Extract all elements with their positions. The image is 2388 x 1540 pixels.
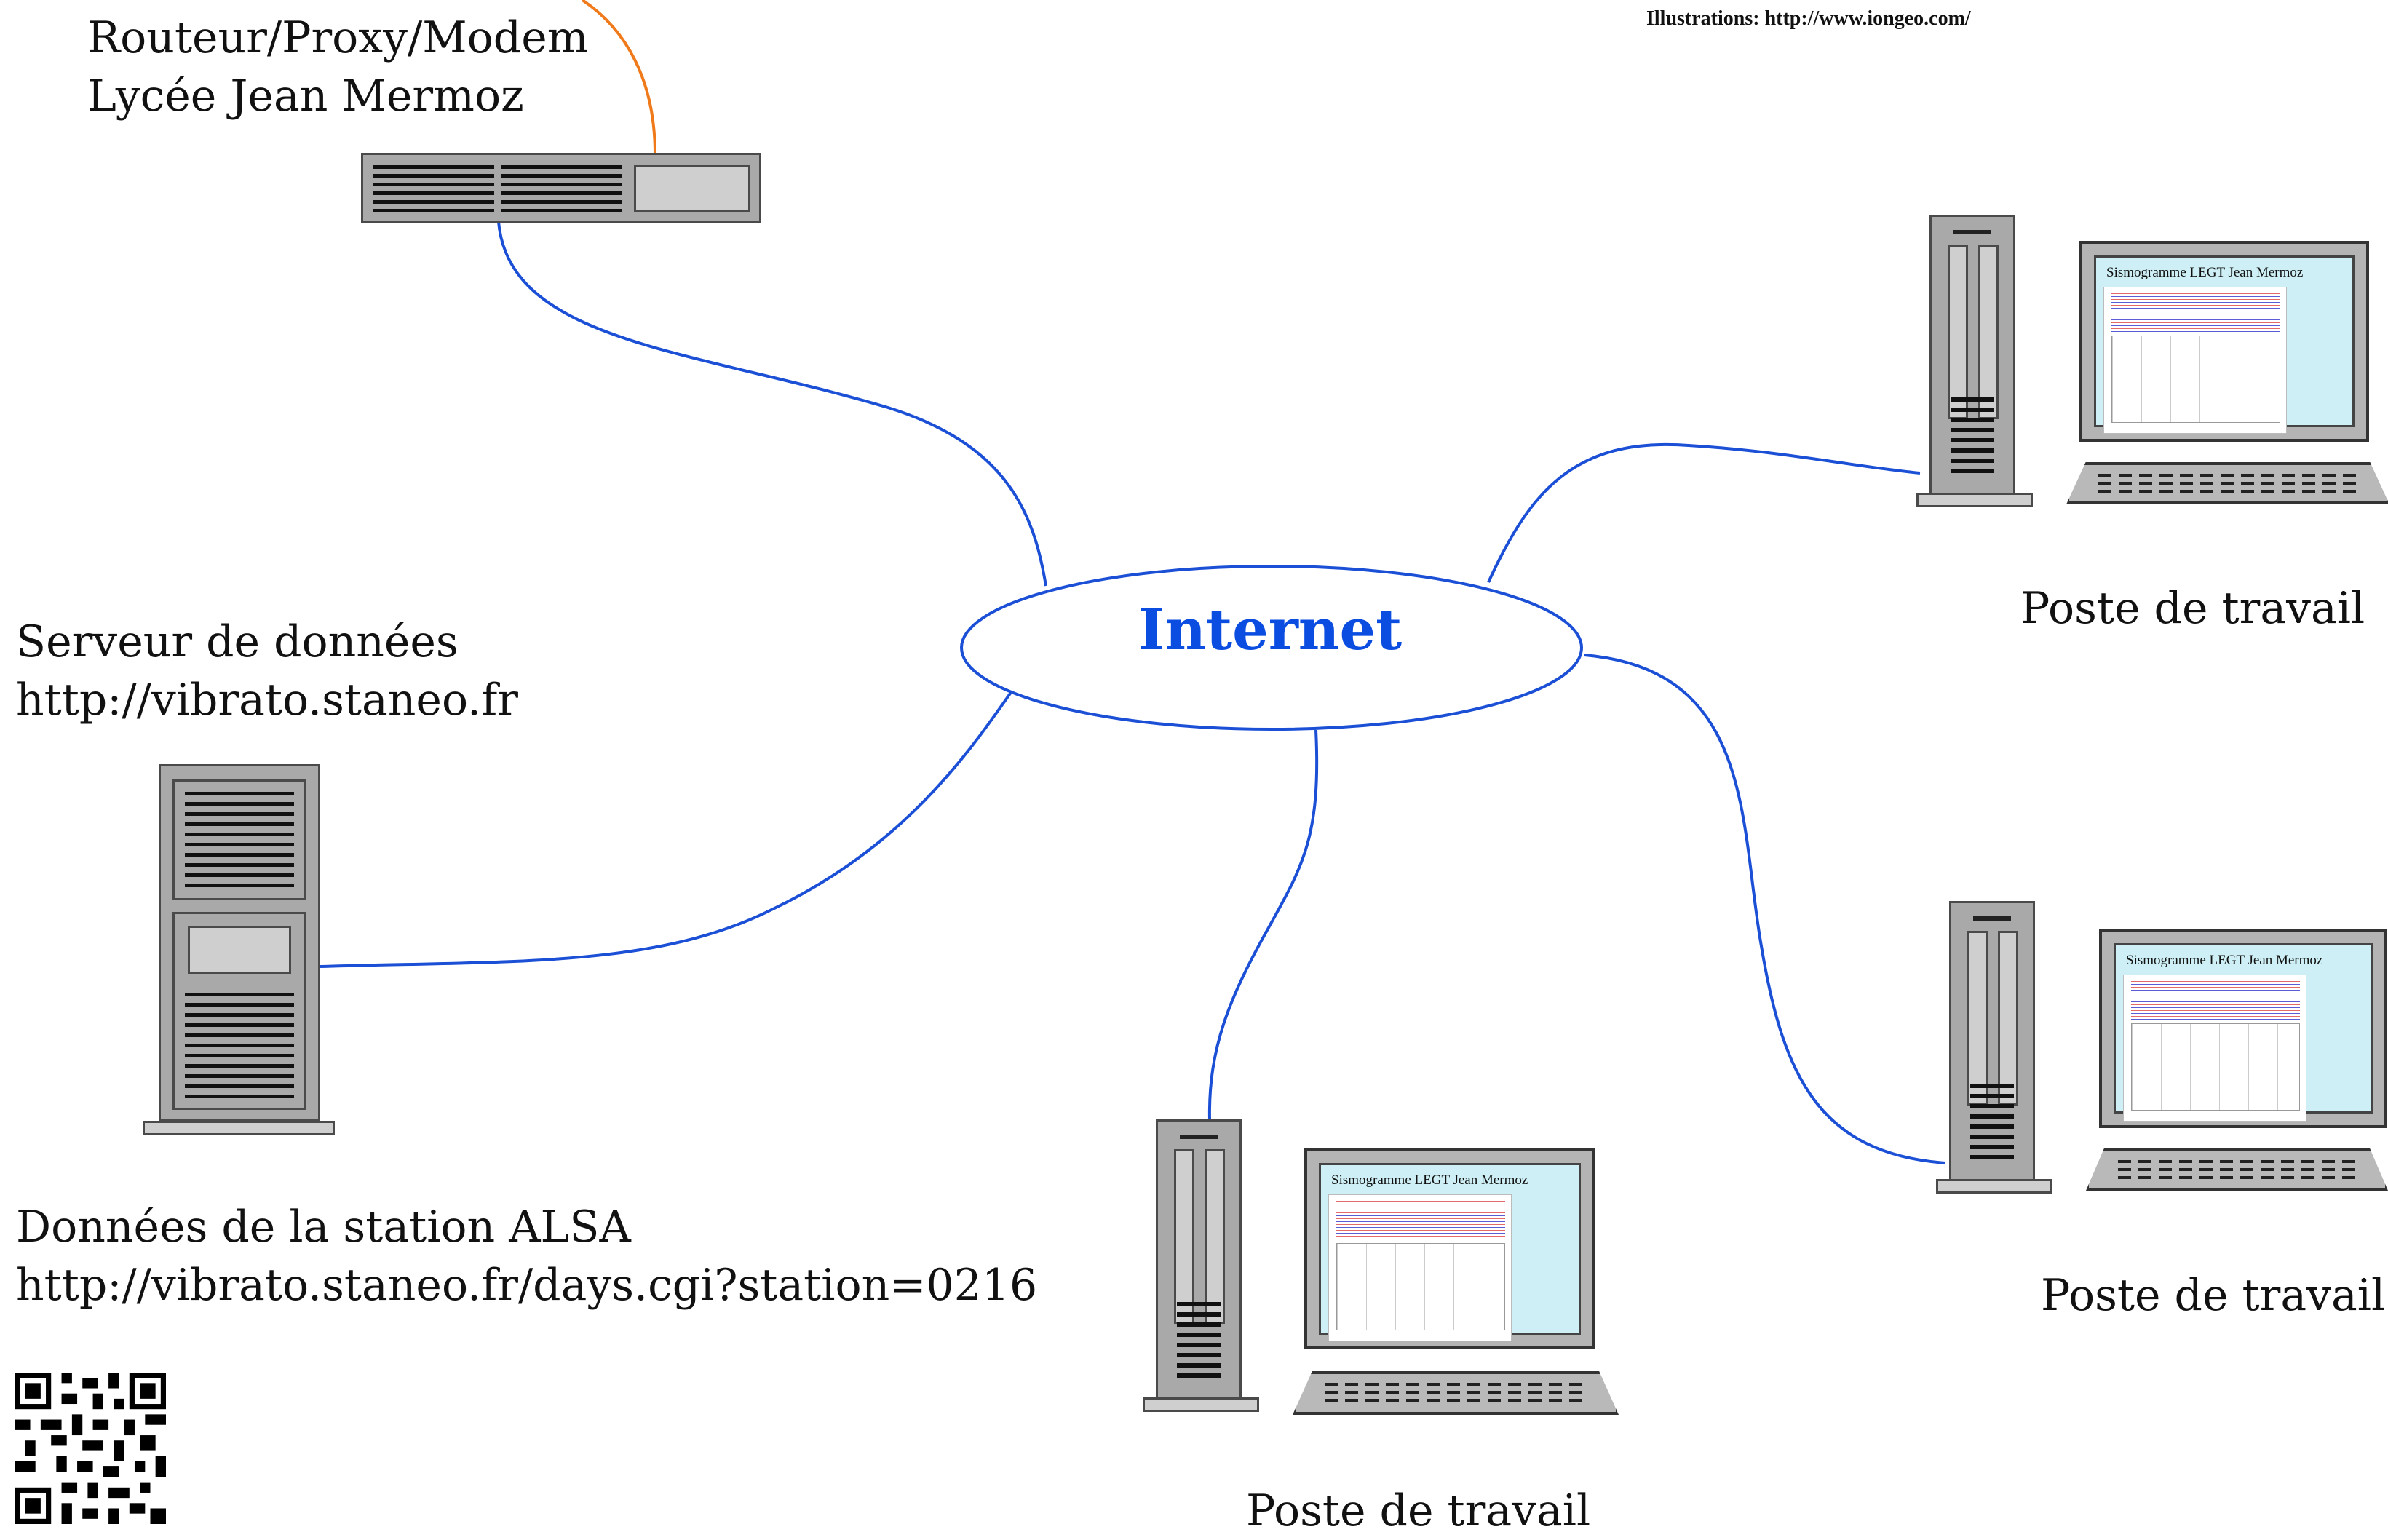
router-icon [361,153,761,223]
internet-label: Internet [1138,597,1403,663]
station-link[interactable]: http://vibrato.staneo.fr/days.cgi?statio… [16,1260,1038,1311]
illustration-credit: Illustrations: http://www.iongeo.com/ [1646,7,1971,30]
server-label-line2: http://vibrato.staneo.fr [16,675,518,726]
seismogram-thumbnail [2103,287,2287,434]
link-internet-ws3 [1207,729,1319,1120]
monitor-icon: Sismogramme LEGT Jean Mermoz [2079,241,2369,442]
server-base [143,1121,335,1135]
uplink-cable [581,0,656,155]
screen-title: Sismogramme LEGT Jean Mermoz [2126,953,2323,968]
server-tower-icon [159,764,320,1121]
link-server-internet [320,690,1013,968]
seismogram-thumbnail [2123,975,2306,1122]
keyboard-icon [2086,1148,2388,1191]
link-internet-ws1 [1487,442,1921,583]
internet-cloud [960,565,1583,731]
screen-title: Sismogramme LEGT Jean Mermoz [1331,1172,1528,1188]
router-label-line1: Routeur/Proxy/Modem [87,12,589,63]
workstation-2-label: Poste de travail [2041,1270,2386,1321]
workstation-3-label: Poste de travail [1246,1485,1591,1536]
link-internet-ws2 [1584,654,1946,1164]
router-label-line2: Lycée Jean Mermoz [87,71,524,122]
keyboard-icon [2066,462,2388,504]
pc-tower-icon [1156,1119,1242,1400]
screen-title: Sismogramme LEGT Jean Mermoz [2106,265,2304,280]
monitor-icon: Sismogramme LEGT Jean Mermoz [1304,1148,1595,1349]
keyboard-icon [1293,1371,1619,1415]
pc-tower-icon [1929,215,2015,496]
workstation-1-label: Poste de travail [2020,583,2365,634]
qr-code-icon [15,1373,166,1524]
pc-tower-icon [1949,901,2035,1182]
link-router-internet [497,221,1047,587]
seismogram-thumbnail [1328,1194,1512,1341]
monitor-icon: Sismogramme LEGT Jean Mermoz [2099,929,2387,1128]
station-label-line1: Données de la station ALSA [16,1202,631,1253]
server-label-line1: Serveur de données [16,616,459,667]
